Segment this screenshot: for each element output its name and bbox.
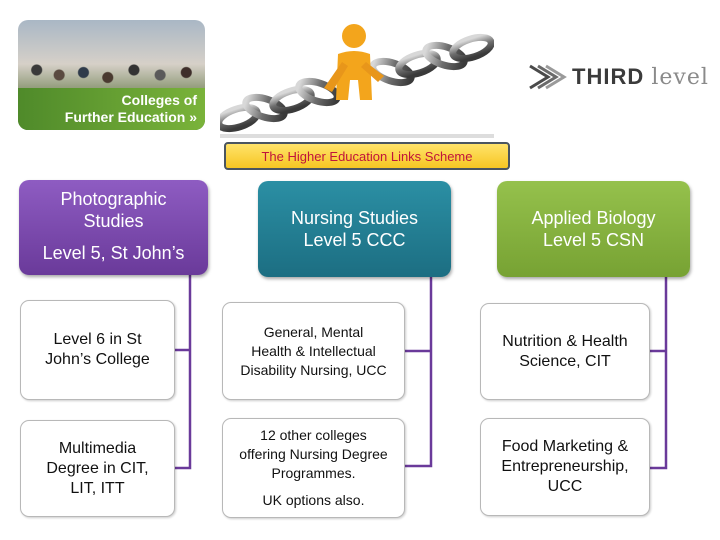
connector-col1 (175, 275, 192, 470)
box11-line1: Level 6 in St (53, 331, 142, 348)
colleges-label: Colleges of Further Education » (18, 88, 205, 130)
third-level-logo-icon (529, 64, 567, 90)
logo-bold-text: THIRD (572, 64, 645, 89)
header2-line1: Nursing Studies (290, 208, 419, 228)
third-level-text: THIRD level (572, 64, 709, 90)
box-nursing-ucc: General, Mental Health & Intellectual Di… (222, 302, 405, 400)
header1-line3: Level 5, St John’s (42, 243, 185, 263)
header-nursing-studies: Nursing Studies Level 5 CCC (258, 181, 451, 277)
box11-line2: John’s College (45, 351, 150, 368)
box22-line3: Programmes. (271, 465, 356, 481)
header2-line2: Level 5 CCC (303, 230, 406, 250)
box22-line1: 12 other colleges (260, 427, 367, 443)
third-level-logo: THIRD level (526, 60, 712, 96)
box-other-colleges: 12 other colleges offering Nursing Degre… (222, 418, 405, 518)
colleges-further-education-banner: Colleges of Further Education » (18, 20, 205, 130)
connector-col2 (405, 277, 433, 468)
box32-line1: Food Marketing & (501, 438, 629, 455)
header1-line1: Photographic (60, 189, 167, 209)
scheme-title: The Higher Education Links Scheme (224, 142, 510, 170)
box31-line2: Science, CIT (519, 352, 611, 370)
box21-line2: Health & Intellectual (251, 342, 376, 359)
colleges-line1: Colleges of (121, 92, 197, 108)
box32-line3: UCC (547, 478, 583, 495)
box-food-marketing: Food Marketing & Entrepreneurship, UCC (480, 418, 650, 516)
box32-line2: Entrepreneurship, (501, 458, 629, 475)
logo-light-text: level (651, 65, 709, 90)
header-photographic-studies: Photographic Studies Level 5, St John’s (19, 180, 208, 275)
box21-line3: Disability Nursing, UCC (240, 361, 387, 378)
box21-line1: General, Mental (263, 323, 364, 340)
box-nutrition-health: Nutrition & Health Science, CIT (480, 303, 650, 400)
header1-line2: Studies (83, 211, 144, 231)
box22-line2: offering Nursing Degree (239, 446, 388, 462)
box22-note: UK options also. (262, 492, 365, 508)
box12-line1: Multimedia (58, 439, 137, 457)
box31-line1: Nutrition & Health (502, 332, 628, 350)
header3-line1: Applied Biology (531, 208, 656, 228)
header-applied-biology: Applied Biology Level 5 CSN (497, 181, 690, 277)
box-level6-st-johns: Level 6 in St John’s College (20, 300, 175, 400)
connector-col3 (650, 277, 668, 470)
colleges-line2: Further Education » (64, 109, 197, 125)
box12-line3: LIT, ITT (70, 479, 125, 497)
header3-line2: Level 5 CSN (542, 230, 645, 250)
chain-person-icon (220, 24, 494, 138)
box-multimedia-degree: Multimedia Degree in CIT, LIT, ITT (20, 420, 175, 517)
box12-line2: Degree in CIT, (46, 459, 149, 477)
